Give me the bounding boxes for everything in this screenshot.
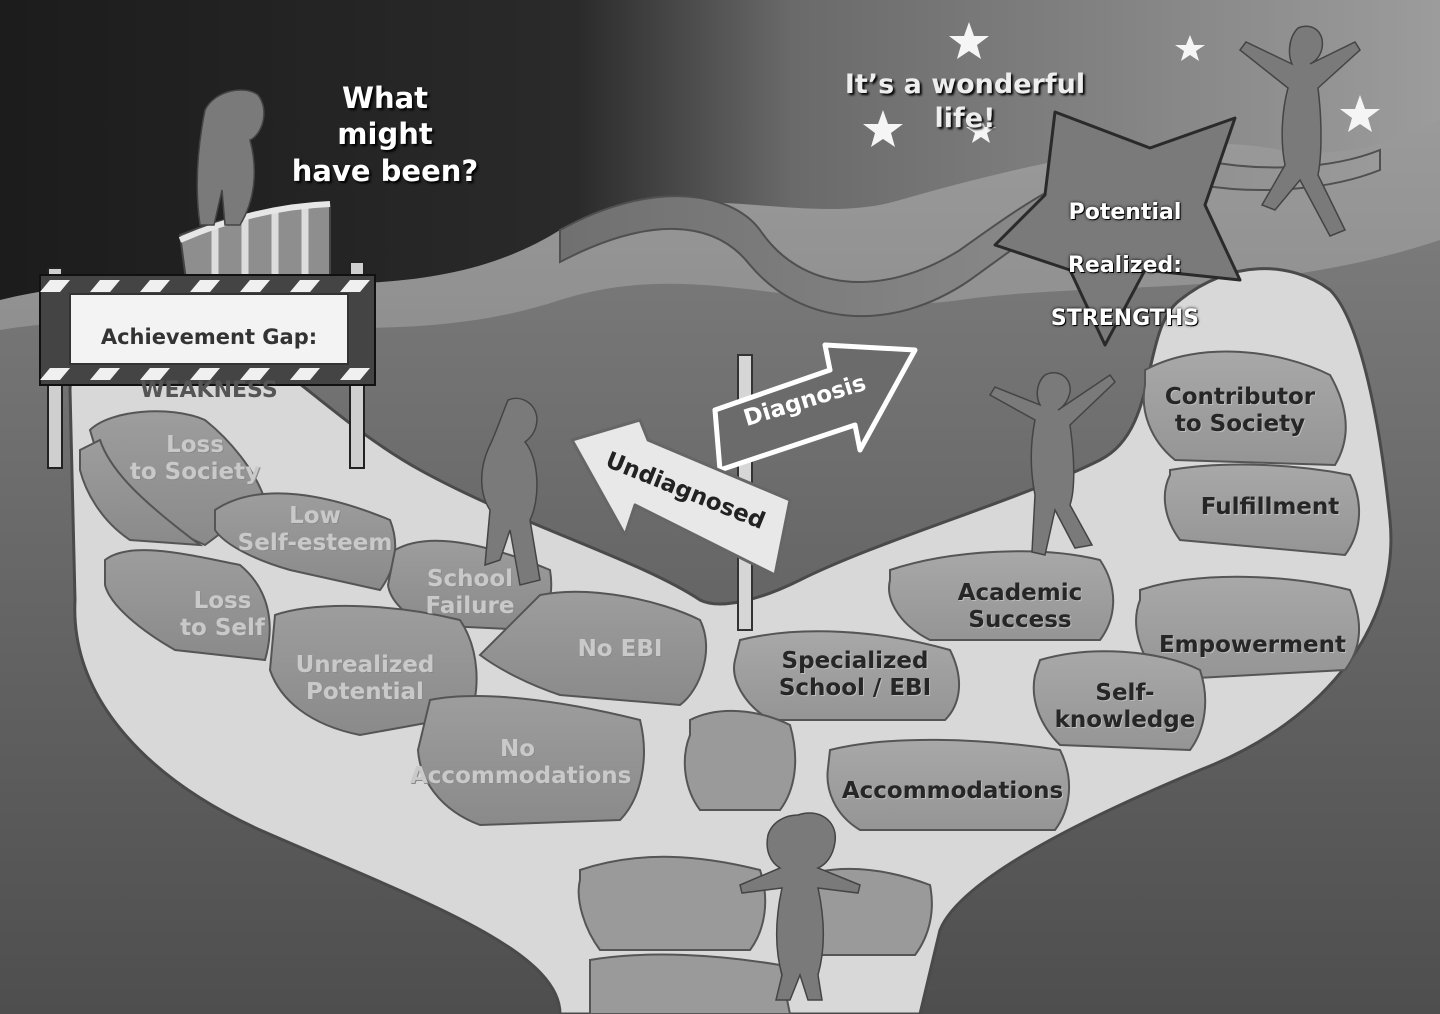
tile-contributor-to-society: Contributor to Society [1164,384,1316,438]
tile-empowerment: Empowerment [1158,632,1347,658]
left-tiles [79,410,708,827]
star-label: Potential Realized: STRENGTHS [1040,174,1210,359]
tile-school-failure: School Failure [425,566,515,620]
tile-low-self-esteem: Low Self-esteem [237,503,393,557]
distant-road [559,148,1381,318]
tile-fulfillment: Fulfillment [1200,494,1340,520]
tile-unrealized-potential: Unrealized Potential [295,652,435,706]
weakness-label: WEAKNESS [140,377,278,403]
figures [196,25,1361,1001]
right-tiles [733,350,1361,831]
tile-specialized-school-ebi: Specialized School / EBI [778,648,932,702]
tile-loss-to-society: Loss to Society [129,432,261,486]
realized-label: Realized: [1067,253,1183,279]
celebrating-person-figure [988,371,1116,556]
star-badge [993,110,1242,347]
victory-person-figure [1238,25,1361,237]
tile-self-knowledge: Self- knowledge [1054,680,1196,734]
child-figure [739,812,861,1001]
road [68,267,1393,1014]
walking-person-figure [481,397,541,586]
tile-academic-success: Academic Success [957,580,1083,634]
signpost [570,342,918,631]
sparkle-stars [863,22,1380,147]
achievement-gap-sign: Achievement Gap: WEAKNESS [72,298,346,431]
strengths-label: STRENGTHS [1050,305,1200,331]
tile-loss-to-self: Loss to Self [180,588,265,642]
heading-wonderful-life: It’s a wonderful life! [844,69,1086,134]
potential-label: Potential [1068,200,1182,226]
tile-no-ebi: No EBI [577,636,663,662]
tile-accommodations: Accommodations [841,778,1064,804]
lower-tiles [577,710,933,1014]
achievement-gap-label: Achievement Gap: [100,325,318,350]
slumped-person-figure [196,89,265,226]
heading-what-might-have-been: What might have been? [291,81,479,188]
tile-no-accommodations: No Accommodations [410,736,632,790]
barrier [39,261,376,469]
